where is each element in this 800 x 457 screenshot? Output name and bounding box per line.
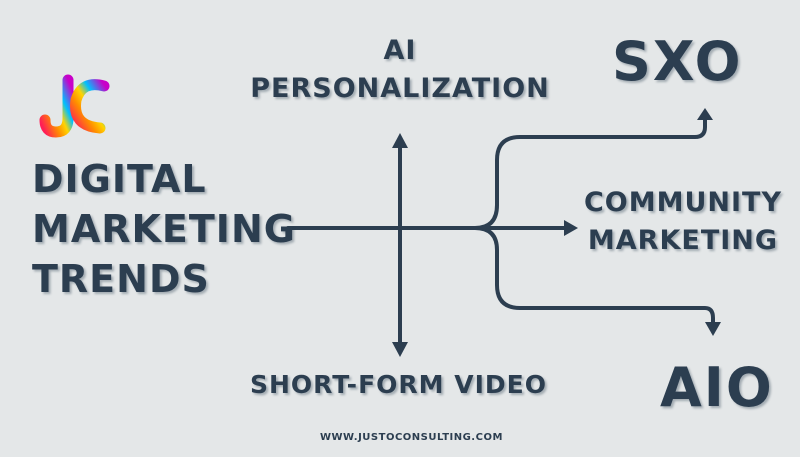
label-line: COMMUNITY (583, 187, 783, 218)
footer-url: WWW.JUSTOCONSULTING.COM (320, 432, 503, 443)
main-title: DIGITAL MARKETING TRENDS (32, 154, 296, 304)
title-line: DIGITAL (32, 157, 207, 201)
label-community-marketing: COMMUNITY MARKETING (583, 184, 783, 260)
arrow-lines (286, 116, 715, 347)
label-ai-personalization: AI PERSONALIZATION (240, 32, 560, 108)
label-aio: AIO (660, 356, 774, 419)
label-line: AI (383, 35, 417, 66)
title-line: TRENDS (32, 257, 210, 301)
label-line: PERSONALIZATION (250, 73, 550, 104)
label-short-form-video: SHORT-FORM VIDEO (250, 370, 547, 399)
label-line: MARKETING (587, 225, 779, 256)
title-line: MARKETING (32, 207, 296, 251)
jc-logo-icon (39, 74, 110, 138)
label-sxo: SXO (612, 30, 743, 93)
arrowheads (392, 108, 721, 357)
